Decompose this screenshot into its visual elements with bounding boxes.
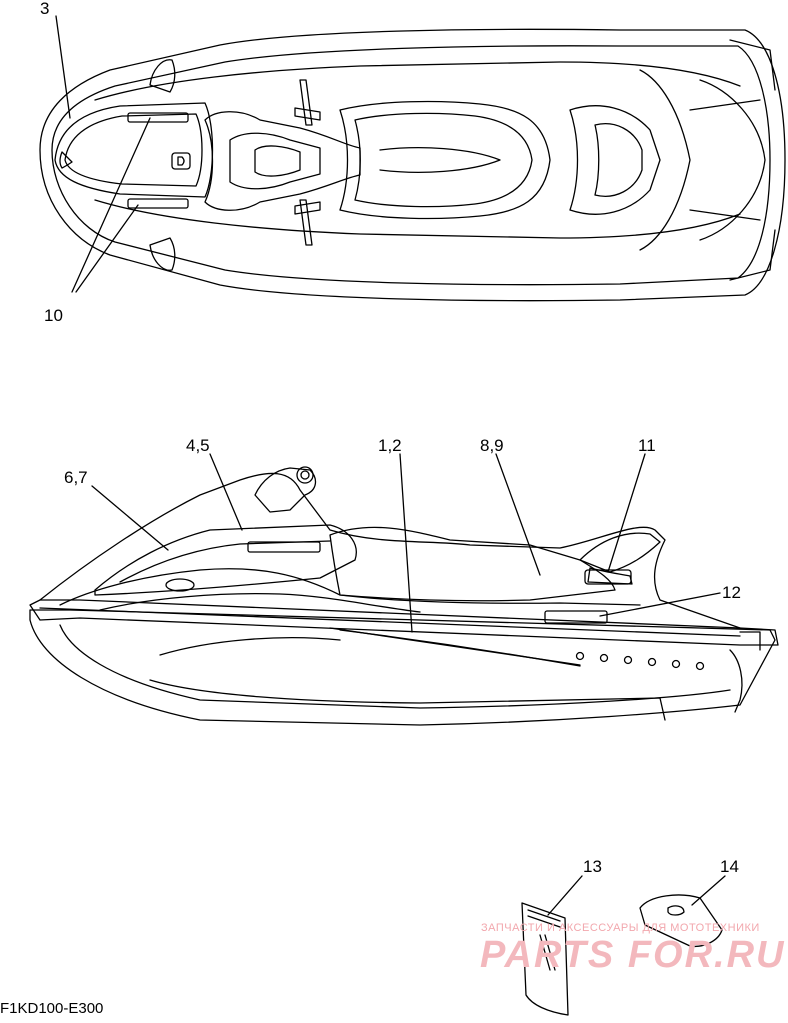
- callout-6-7: 6,7: [64, 468, 88, 487]
- part-13-sticker: [521, 902, 569, 1016]
- callout-3: 3: [40, 0, 50, 18]
- side-view-watercraft: [29, 466, 779, 726]
- watermark-tagline: ЗАПЧАСТИ И АКСЕССУАРЫ ДЛЯ МОТОТЕХНИКИ: [481, 922, 760, 934]
- callout-11: 11: [638, 436, 656, 455]
- top-view-watercraft: [39, 28, 786, 302]
- watermark-brand: PARTS FOR.RU: [480, 934, 786, 976]
- leader-4-5: [209, 453, 243, 531]
- diagram-code: F1KD100-E300: [0, 1000, 104, 1017]
- leader-1-2: [399, 453, 413, 633]
- callout-12: 12: [722, 583, 741, 602]
- callout-4-5: 4,5: [186, 436, 210, 455]
- part-14-sticker: [639, 894, 723, 948]
- leader-8-9: [495, 453, 541, 576]
- leader-13: [547, 875, 583, 916]
- callout-10: 10: [44, 306, 63, 325]
- leader-10b: [75, 204, 139, 293]
- leader-6-7: [91, 485, 169, 551]
- leader-14: [691, 875, 726, 906]
- callout-8-9: 8,9: [480, 436, 504, 455]
- leader-11: [607, 453, 646, 573]
- leader-3: [55, 15, 71, 119]
- callout-14: 14: [720, 857, 739, 876]
- callout-13: 13: [583, 857, 602, 876]
- callout-1-2: 1,2: [378, 436, 402, 455]
- leader-12: [599, 592, 721, 617]
- leader-10a: [71, 117, 151, 293]
